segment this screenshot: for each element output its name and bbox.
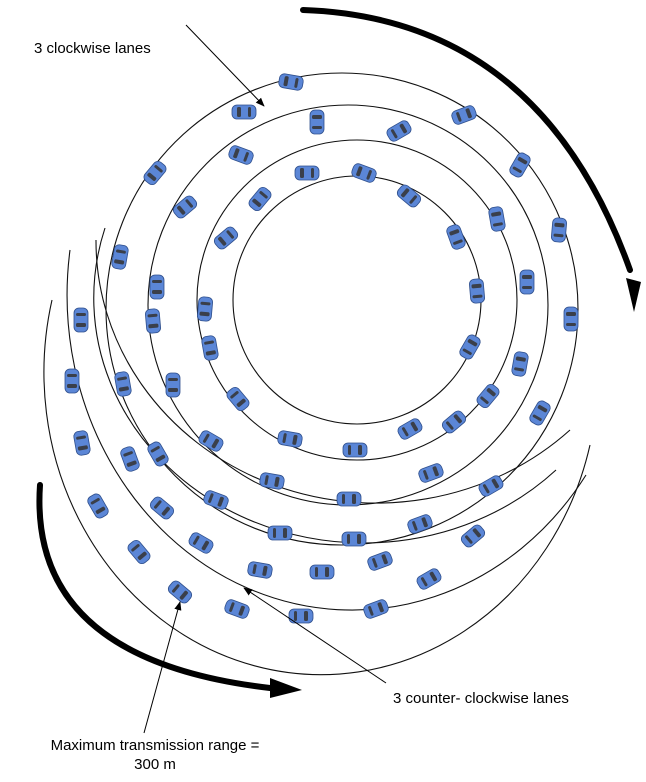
car-icon [227, 144, 254, 165]
car-icon [395, 183, 422, 209]
car-icon [150, 275, 164, 299]
car-icon [223, 598, 250, 619]
car-icon [477, 474, 505, 498]
car-icon [126, 538, 152, 565]
car-icon [86, 492, 110, 520]
car-icon [187, 531, 215, 555]
car-icon [406, 513, 433, 534]
clockwise-lanes-label: 3 clockwise lanes [34, 39, 151, 58]
car-icon [295, 166, 319, 180]
car-icon [350, 162, 377, 183]
car-icon [310, 110, 324, 134]
car-icon [488, 206, 506, 232]
car-icon [366, 550, 393, 571]
car-icon [469, 278, 485, 303]
car-icon [459, 523, 486, 549]
car-icon [171, 194, 198, 220]
car-icon [148, 495, 175, 521]
car-icon [202, 489, 229, 510]
car-icon [225, 385, 251, 412]
clockwise-pointer-icon [186, 25, 264, 106]
car-icon [145, 308, 161, 333]
car-icon [440, 409, 467, 435]
car-icon [232, 105, 256, 119]
car-icon [259, 472, 285, 490]
car-icon [415, 567, 443, 591]
transmission-range-value: 300 m [0, 755, 310, 774]
car-icon [458, 333, 482, 361]
car-icon [114, 371, 132, 397]
lane-boundary [197, 140, 517, 460]
car-icon [201, 335, 219, 361]
car-icon [166, 373, 180, 397]
car-icon [268, 526, 292, 540]
car-icon [74, 308, 88, 332]
car-icon [417, 462, 444, 483]
car-icon [278, 73, 304, 91]
car-icon [166, 579, 193, 605]
car-icon [508, 151, 532, 179]
car-icon [520, 270, 534, 294]
car-icon [343, 443, 367, 457]
car-icon [142, 159, 168, 186]
car-icon [247, 561, 273, 579]
transmission-range-label: Maximum transmission range = 300 m [0, 736, 310, 774]
counter-clockwise-flow-arrow-icon [39, 485, 270, 688]
car-icon [564, 307, 578, 331]
car-icon [445, 223, 466, 250]
car-icon [247, 185, 273, 212]
car-icon [551, 217, 567, 242]
car-icon [73, 430, 91, 456]
lane-boundary [96, 240, 570, 503]
car-icon [396, 417, 424, 441]
car-icon [197, 429, 225, 453]
car-icon [65, 369, 79, 393]
car-icon [197, 296, 213, 321]
car-icon [119, 445, 140, 472]
flow-arrows [39, 10, 641, 698]
car-icon [310, 565, 334, 579]
transmission-range-line: Maximum transmission range = [0, 736, 310, 755]
car-icon [212, 225, 239, 251]
lane-boundary [233, 176, 481, 424]
clockwise-flow-arrowhead-icon [626, 278, 641, 312]
car-icon [337, 492, 361, 506]
car-icon [146, 440, 170, 468]
car-icon [450, 104, 477, 125]
counter-clockwise-lanes-label: 3 counter- clockwise lanes [393, 689, 569, 708]
counter-clockwise-flow-arrowhead-icon [270, 678, 302, 698]
car-icon [385, 119, 413, 143]
car-icon [342, 532, 366, 546]
car-icon [511, 351, 529, 377]
car-icon [277, 430, 303, 448]
car-icon [475, 382, 501, 409]
car-icon [362, 598, 389, 619]
